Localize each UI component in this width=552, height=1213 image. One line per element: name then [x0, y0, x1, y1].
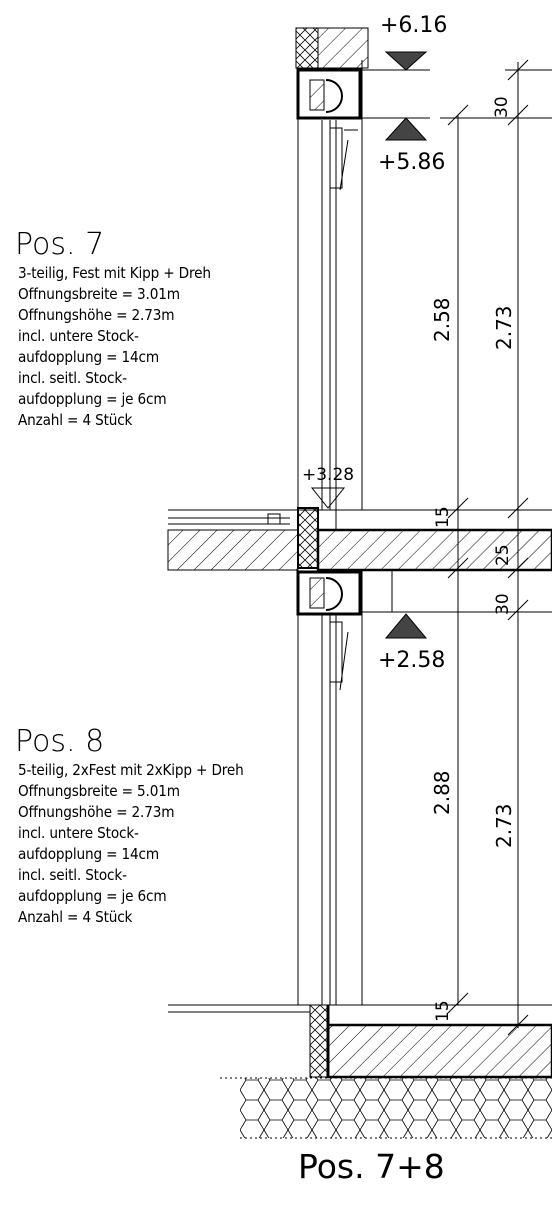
pos7-line: aufdopplung = je 6cm — [18, 390, 167, 408]
pos8-title: Pos. 8 — [15, 724, 105, 759]
pos7-line: aufdopplung = 14cm — [18, 348, 159, 366]
elevation-sill-upper: +5.86 — [378, 150, 446, 175]
pos8-line: 5-teilig, 2xFest mit 2xKipp + Dreh — [18, 761, 244, 779]
pos7-line: incl. untere Stock- — [18, 327, 139, 345]
pos8-line: Anzahl = 4 Stück — [18, 908, 133, 926]
top-wall — [295, 27, 369, 69]
pos8-line: Offnungshöhe = 2.73m — [18, 803, 175, 821]
elevation-top: +6.16 — [380, 13, 448, 38]
pos7-line: incl. seitl. Stock- — [18, 369, 127, 387]
roller-box-upper — [296, 68, 362, 120]
window-lower — [297, 570, 393, 1005]
dimension-lines-upper — [440, 59, 552, 508]
dimension-15-bottom: 15 — [433, 1000, 453, 1022]
dimension-2-73-lower: 2.73 — [492, 803, 516, 848]
dimension-30-top: 30 — [492, 96, 512, 118]
pos8-line: aufdopplung = je 6cm — [18, 887, 167, 905]
window-upper — [297, 60, 363, 510]
pos7-line: Offnungshöhe = 2.73m — [18, 306, 175, 324]
elevation-floor: +3.28 — [302, 465, 355, 485]
pos7-title: Pos. 7 — [15, 227, 105, 262]
dimension-2-88: 2.88 — [430, 770, 454, 815]
floor-slab-bottom — [168, 1004, 552, 1079]
elevation-marker-sill-lower — [362, 611, 552, 639]
drawing-caption: Pos. 7+8 — [298, 1147, 445, 1186]
dimension-lines-lower — [447, 497, 529, 1036]
pos7-line: Anzahl = 4 Stück — [18, 411, 133, 429]
dimension-25: 25 — [493, 544, 513, 566]
pos8-line: incl. seitl. Stock- — [18, 866, 127, 884]
gravel-fill — [220, 1077, 552, 1139]
dimension-2-73-upper: 2.73 — [492, 305, 516, 350]
pos8-line: Offnungsbreite = 5.01m — [18, 782, 180, 800]
pos8-line: aufdopplung = 14cm — [18, 845, 159, 863]
floor-slab-middle — [167, 487, 552, 572]
pos8-spec: 5-teilig, 2xFest mit 2xKipp + Dreh Offnu… — [18, 760, 244, 928]
elevation-marker-top — [362, 51, 430, 71]
pos7-line: 3-teilig, Fest mit Kipp + Dreh — [18, 264, 211, 282]
dimension-2-58: 2.58 — [430, 297, 454, 342]
pos8-line: incl. untere Stock- — [18, 824, 139, 842]
pos7-line: Offnungsbreite = 3.01m — [18, 285, 180, 303]
elevation-sill-lower: +2.58 — [378, 648, 446, 673]
elevation-marker-sill-upper — [362, 117, 430, 141]
pos7-spec: 3-teilig, Fest mit Kipp + Dreh Offnungsb… — [18, 263, 211, 431]
dimension-30-mid: 30 — [493, 593, 513, 615]
dimension-15-mid: 15 — [433, 506, 453, 528]
roller-box-lower — [296, 570, 362, 616]
